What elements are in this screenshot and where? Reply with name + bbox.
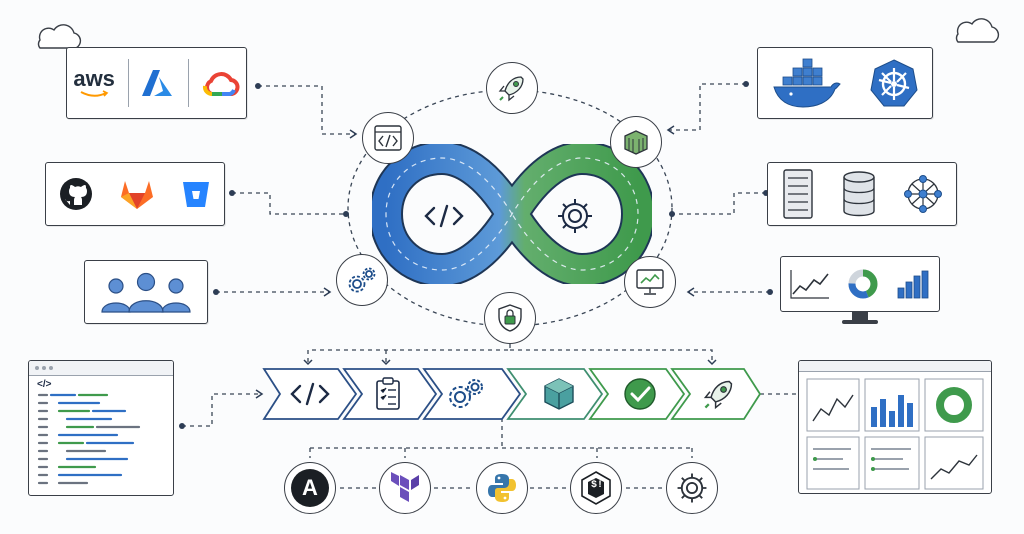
bitbucket-icon <box>183 182 209 207</box>
rocket-icon <box>498 76 524 102</box>
bash-label: $! <box>590 480 603 491</box>
cloud-providers-card: aws <box>66 47 247 119</box>
team-users-icon <box>101 272 191 313</box>
gear-icon <box>677 473 707 503</box>
python-icon <box>488 474 516 502</box>
code-editor-stage[interactable] <box>362 112 414 164</box>
docker-whale-icon <box>773 58 841 108</box>
pipeline-stage-build <box>422 368 522 420</box>
code-editor-icon <box>374 125 402 151</box>
ansible-icon: A <box>291 469 329 507</box>
python-tool[interactable] <box>476 462 528 514</box>
bar-chart-icon <box>897 270 929 299</box>
terraform-icon <box>391 472 419 502</box>
gear-icon <box>558 199 592 233</box>
monitor-chart-icon <box>636 269 664 295</box>
google-cloud-logo <box>202 72 240 97</box>
deploy-stage[interactable] <box>486 62 538 114</box>
gears-icon <box>348 267 376 293</box>
infrastructure-card <box>767 162 957 226</box>
container-stage[interactable] <box>610 116 662 168</box>
gitlab-icon <box>121 181 153 209</box>
terraform-tool[interactable] <box>379 462 431 514</box>
ansible-tool[interactable]: A <box>284 462 336 514</box>
rocket-icon <box>703 380 733 410</box>
repositories-card <box>45 162 225 226</box>
cloud-icon <box>955 18 1000 43</box>
aws-text: aws <box>73 66 115 91</box>
containers-card <box>757 47 933 119</box>
database-icon <box>843 171 875 217</box>
divider <box>127 59 129 107</box>
divider <box>187 59 189 107</box>
cube-icon <box>544 378 574 410</box>
gears-icon <box>449 379 483 408</box>
ansible-letter: A <box>302 475 318 500</box>
container-icon <box>624 130 648 155</box>
code-editor-tag: </> <box>37 379 52 390</box>
code-icon <box>290 382 330 406</box>
dashboard-panels <box>806 378 984 490</box>
network-icon <box>904 175 942 213</box>
bash-tool[interactable]: $! <box>570 462 622 514</box>
check-icon <box>624 378 656 410</box>
aws-smile-icon <box>80 90 109 97</box>
kubernetes-helm-icon <box>870 59 918 107</box>
security-stage[interactable] <box>484 292 536 344</box>
devops-infinity-loop <box>372 144 652 284</box>
azure-logo <box>142 70 173 96</box>
aws-logo: aws <box>73 68 115 98</box>
cloud-icon <box>37 24 82 49</box>
clipboard-icon <box>376 377 400 410</box>
code-lines <box>37 393 141 485</box>
code-editor-window: </> <box>28 360 174 496</box>
build-stage[interactable] <box>336 254 388 306</box>
donut-chart-icon <box>848 269 878 299</box>
bash-terminal-icon <box>581 471 611 505</box>
line-chart-icon <box>790 270 829 299</box>
shield-lock-icon <box>498 304 522 332</box>
monitoring-card <box>780 256 942 326</box>
dashboard-window <box>798 360 992 494</box>
pipeline <box>262 368 762 420</box>
code-icon <box>424 204 464 228</box>
monitor-stage[interactable] <box>624 256 676 308</box>
team-card <box>84 260 208 324</box>
github-icon <box>60 178 92 210</box>
server-icon <box>783 169 813 219</box>
settings-tool[interactable] <box>666 462 718 514</box>
